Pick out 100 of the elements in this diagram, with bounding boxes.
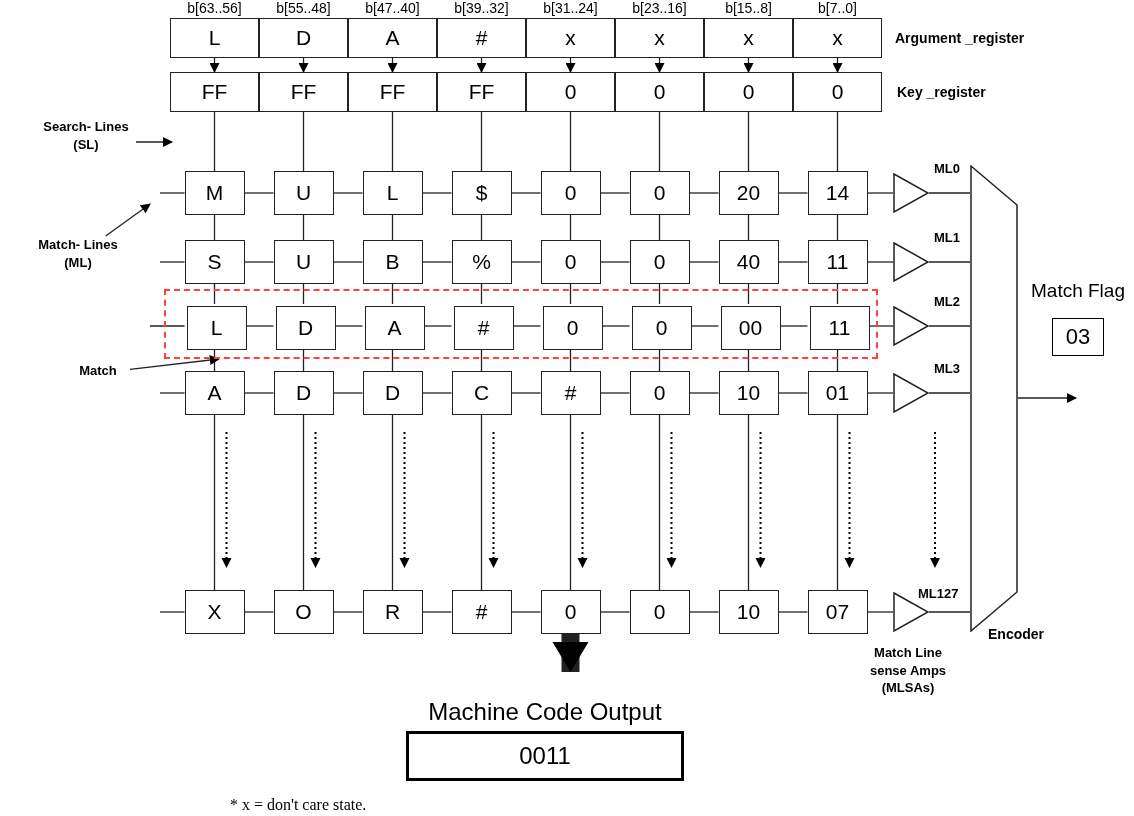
memory-cell: # (451, 590, 512, 634)
search-line (836, 414, 839, 591)
match-line (332, 192, 364, 194)
output-value-box: 0011 (406, 731, 684, 781)
search-line (569, 214, 572, 241)
search-line (213, 214, 216, 241)
search-line (836, 111, 839, 172)
match-line (928, 192, 971, 194)
column-header: b[31..24] (542, 0, 599, 16)
match-line (332, 261, 364, 263)
memory-cell: M (184, 171, 245, 215)
register-cell: x (615, 18, 704, 58)
leader-arrow (105, 203, 151, 237)
register-cell: A (348, 18, 437, 58)
match-line (243, 192, 275, 194)
memory-cell: U (273, 171, 334, 215)
memory-cell: $ (451, 171, 512, 215)
footnote: * x = don't care state. (230, 795, 368, 815)
register-cell: D (259, 18, 348, 58)
memory-cell: 40 (718, 240, 779, 284)
key-register-cell: FF (259, 72, 348, 112)
match-line (777, 392, 809, 394)
match-line (599, 261, 631, 263)
search-line (391, 214, 394, 241)
match-line (421, 611, 453, 613)
key-register-cell: FF (170, 72, 259, 112)
register-cell: x (526, 18, 615, 58)
search-line (747, 283, 750, 305)
column-header: b[7..0] (817, 0, 858, 16)
key-register-cell: 0 (615, 72, 704, 112)
arrow (1017, 393, 1077, 403)
search-line (213, 111, 216, 172)
search-line (569, 283, 572, 305)
match-line (243, 392, 275, 394)
search-line (658, 283, 661, 305)
key-register-cell: 0 (704, 72, 793, 112)
sense-amplifier (893, 173, 929, 213)
search-line (747, 414, 750, 591)
match-line (159, 261, 186, 263)
match-line (928, 261, 971, 263)
memory-cell: R (362, 590, 423, 634)
sense-amplifier (893, 242, 929, 282)
annotation-label: Match- Lines (ML) (28, 236, 128, 276)
search-line (480, 414, 483, 591)
key-register-cell: FF (437, 72, 526, 112)
search-line (747, 214, 750, 241)
memory-cell: % (451, 240, 512, 284)
memory-cell: 0 (542, 306, 603, 350)
column-header: b[55..48] (275, 0, 332, 16)
memory-cell: C (451, 371, 512, 415)
match-line-label: ML2 (934, 294, 961, 309)
search-line (302, 283, 305, 305)
arrow (476, 57, 487, 73)
match-line (599, 392, 631, 394)
memory-cell: 11 (809, 306, 870, 350)
match-line (866, 192, 894, 194)
memory-cell: L (186, 306, 247, 350)
annotation-label: Match (66, 362, 130, 384)
search-line (391, 283, 394, 305)
search-line (658, 414, 661, 591)
search-line (480, 111, 483, 172)
match-line-label: ML0 (934, 161, 961, 176)
match-line-label: ML127 (918, 586, 960, 601)
memory-cell: A (364, 306, 425, 350)
match-line (510, 611, 542, 613)
column-header: b[39..32] (453, 0, 510, 16)
search-line (747, 111, 750, 172)
memory-cell: D (275, 306, 336, 350)
search-line (213, 283, 216, 305)
output-heading: Match Flag (1030, 280, 1126, 302)
register-cell: x (704, 18, 793, 58)
match-line (421, 192, 453, 194)
memory-cell: S (184, 240, 245, 284)
column-header: b[47..40] (364, 0, 421, 16)
match-line (599, 611, 631, 613)
key-register-cell: 0 (793, 72, 882, 112)
memory-cell: 20 (718, 171, 779, 215)
annotation-label: Key _register (897, 83, 987, 102)
match-line (243, 611, 275, 613)
arrow (565, 57, 576, 73)
register-cell: L (170, 18, 259, 58)
memory-cell: 11 (807, 240, 868, 284)
match-line (243, 261, 275, 263)
memory-cell: 0 (631, 306, 692, 350)
key-register-cell: 0 (526, 72, 615, 112)
memory-cell: A (184, 371, 245, 415)
key-register-cell: FF (348, 72, 437, 112)
memory-cell: X (184, 590, 245, 634)
memory-cell: 0 (629, 171, 690, 215)
match-line (159, 192, 186, 194)
match-line (688, 192, 720, 194)
search-line (658, 214, 661, 241)
memory-cell: 0 (629, 590, 690, 634)
match-line (421, 392, 453, 394)
leader-arrow (135, 137, 173, 147)
column-header: b[63..56] (186, 0, 243, 16)
column-header: b[23..16] (631, 0, 688, 16)
search-line (836, 214, 839, 241)
annotation-label: Search- Lines (SL) (36, 118, 136, 158)
output-value-box: 03 (1052, 318, 1104, 356)
